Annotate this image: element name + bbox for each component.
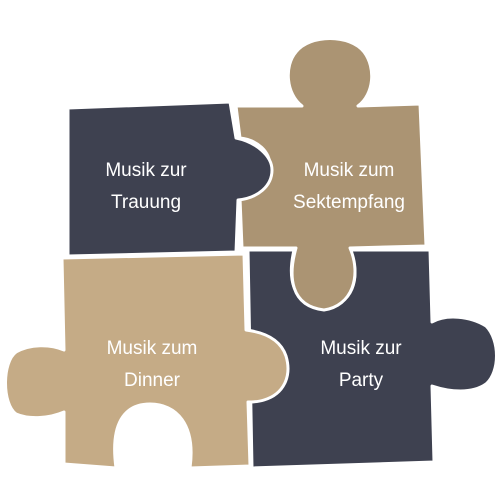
label-trauung-line1: Musik zur [105,160,187,181]
label-party-line1: Musik zur [320,338,402,359]
label-sektempfang-line1: Musik zum [304,160,395,181]
label-dinner-line1: Musik zum [107,338,198,359]
piece-dinner [4,252,290,470]
label-trauung-line2: Trauung [111,192,181,213]
label-sektempfang-line2: Sektempfang [293,192,405,213]
piece-trauung [66,100,274,258]
label-trauung: Musik zur Trauung [105,160,187,213]
label-sektempfang: Musik zum Sektempfang [293,160,405,213]
label-dinner: Musik zum Dinner [107,338,198,391]
label-party: Musik zur Party [320,338,402,391]
label-dinner-line2: Dinner [124,370,181,391]
label-party-line2: Party [339,370,384,391]
